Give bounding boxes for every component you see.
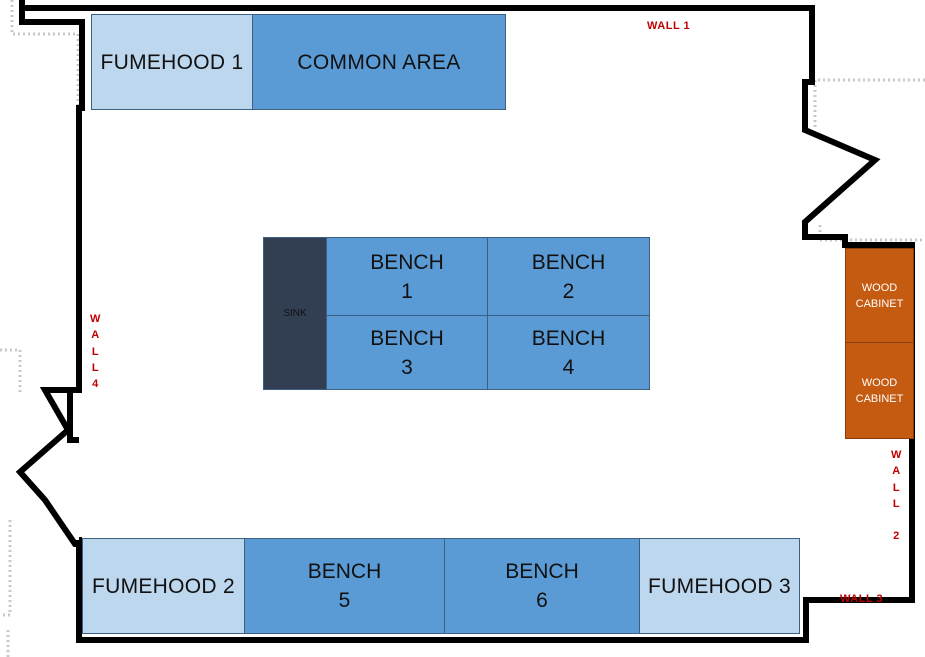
bench-6: BENCH 6 — [444, 538, 640, 634]
bench-3-label: BENCH 3 — [370, 324, 444, 382]
sink: SINK — [263, 237, 327, 390]
common-area-label: COMMON AREA — [297, 50, 461, 74]
wall-2-letter: 2 — [893, 530, 900, 543]
bench-1-label: BENCH 1 — [370, 248, 444, 306]
wall-2-letter: L — [892, 497, 900, 510]
wall-3-label: WALL 3 — [840, 593, 884, 605]
wall-2-letter: A — [892, 465, 901, 478]
bench-6-number: 6 — [536, 589, 548, 612]
bench-4-number: 4 — [562, 355, 575, 379]
wall-4-letter: 4 — [92, 378, 99, 391]
bench-2: BENCH 2 — [487, 237, 650, 316]
bench-2-number: 2 — [562, 279, 575, 303]
bench-4: BENCH 4 — [487, 315, 650, 390]
fumehood-1-label: FUMEHOOD 1 — [100, 50, 244, 74]
bench-6-label: BENCH 6 — [505, 557, 579, 615]
fumehood-2: FUMEHOOD 2 — [82, 538, 245, 634]
wood-cabinet-upper: WOOD CABINET — [845, 248, 914, 343]
page-edge-outline-left — [0, 348, 22, 657]
wall-2-letter: L — [892, 481, 900, 494]
sink-label: SINK — [283, 308, 307, 319]
fumehood-1: FUMEHOOD 1 — [91, 14, 253, 110]
wood-cabinet-word: WOOD — [861, 376, 898, 389]
wood-cabinet-lower: WOOD CABINET — [845, 342, 914, 439]
wall-2-letter: W — [891, 449, 902, 461]
wall-2-label: W A L L 2 — [891, 447, 901, 545]
wood-cabinet-word: CABINET — [855, 297, 904, 310]
left-wall-bump — [67, 387, 79, 443]
common-area: COMMON AREA — [252, 14, 506, 110]
bench-5-number: 5 — [338, 589, 351, 612]
wood-cabinet-word: WOOD — [861, 281, 898, 294]
wood-cabinet-lower-label: WOOD CABINET — [856, 375, 904, 407]
wall-4-label: W A L L 4 — [90, 311, 100, 392]
fumehood-3-label: FUMEHOOD 3 — [647, 574, 791, 598]
bench-1-word: BENCH — [370, 250, 444, 274]
wood-cabinet-word: CABINET — [855, 392, 904, 405]
fumehood-2-label: FUMEHOOD 2 — [91, 574, 235, 598]
wall-4-letter: L — [91, 345, 99, 358]
bench-5: BENCH 5 — [244, 538, 445, 634]
bench-5-word: BENCH — [307, 560, 382, 583]
wood-cabinet-upper-label: WOOD CABINET — [856, 280, 904, 312]
page-edge-outline — [10, 0, 80, 108]
fumehood-3: FUMEHOOD 3 — [639, 538, 800, 634]
wall-4-letter: W — [90, 313, 101, 325]
wall-4-letter: A — [91, 329, 100, 342]
bench-1: BENCH 1 — [326, 237, 488, 316]
room-wall-inner — [76, 537, 82, 544]
bench-4-label: BENCH 4 — [532, 324, 606, 382]
bench-1-number: 1 — [401, 279, 413, 303]
bench-3: BENCH 3 — [326, 315, 488, 390]
bench-6-word: BENCH — [505, 560, 579, 583]
wall-1-label: WALL 1 — [647, 20, 691, 32]
bench-3-number: 3 — [401, 355, 413, 379]
bench-3-word: BENCH — [370, 326, 444, 350]
room-wall — [15, 0, 915, 643]
wall-4-letter: L — [91, 361, 99, 374]
bench-5-label: BENCH 5 — [308, 557, 382, 615]
bench-2-word: BENCH — [531, 250, 606, 274]
bench-2-label: BENCH 2 — [532, 248, 606, 306]
bench-4-word: BENCH — [531, 326, 606, 350]
